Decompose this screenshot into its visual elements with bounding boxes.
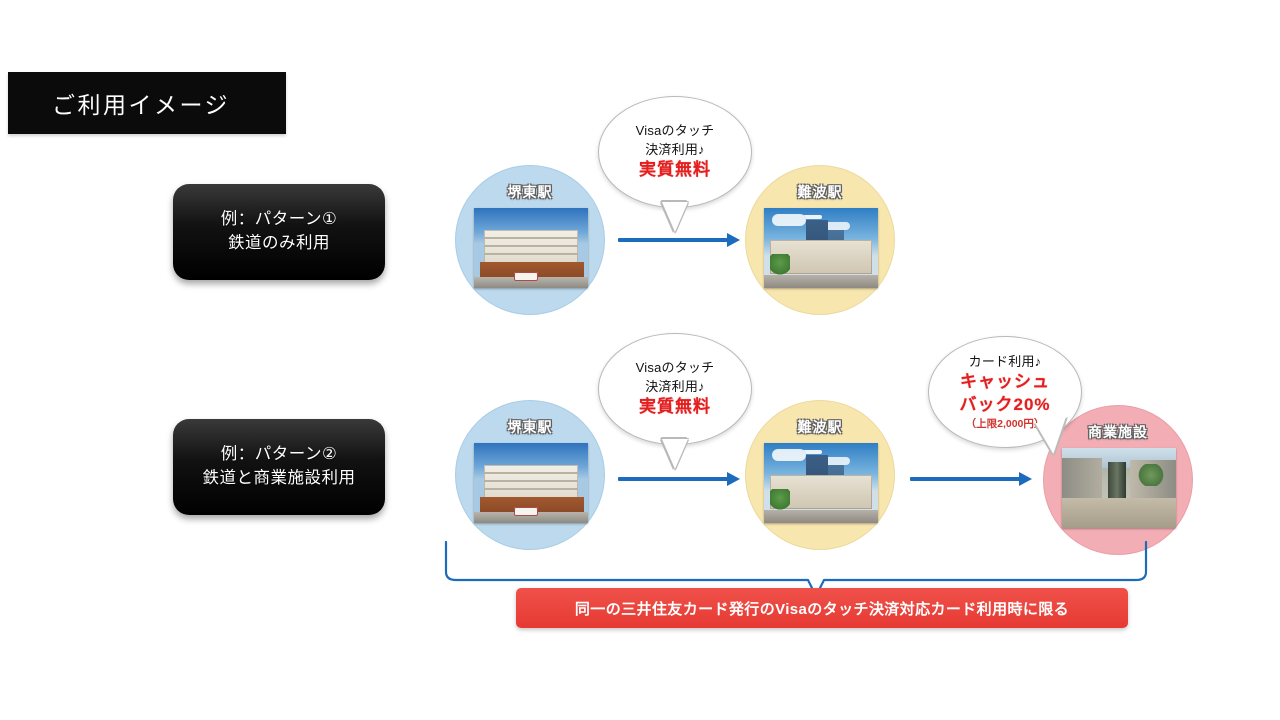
node-label-namba-row2: 難波駅: [797, 419, 843, 435]
arrow-right-row2-second: [910, 472, 1032, 486]
page-title: ご利用イメージ: [52, 92, 231, 118]
condition-banner: 同一の三井住友カード発行のVisaのタッチ決済対応カード利用時に限る: [516, 588, 1128, 628]
arrow-right-row1: [618, 233, 740, 247]
pattern-label-2-line1: 例：パターン②: [220, 445, 338, 464]
bubble-row2-accent: 実質無料: [639, 396, 711, 416]
bubble-cashback-line1: カード利用♪: [968, 353, 1042, 369]
photo-sakai-higashi-station-row2: [474, 443, 588, 523]
node-commercial-facility: 商業施設: [1043, 405, 1193, 555]
pattern-label-1: 例：パターン① 鉄道のみ利用: [173, 184, 385, 280]
pattern-label-2: 例：パターン② 鉄道と商業施設利用: [173, 419, 385, 515]
bubble-row2-line2: 決済利用♪: [645, 378, 705, 394]
speech-bubble-touch-payment-row1: Visaのタッチ 決済利用♪ 実質無料: [598, 96, 752, 232]
speech-bubble-cashback: カード利用♪ キャッシュ バック20% （上限2,000円）: [928, 336, 1082, 457]
photo-sakai-higashi-station-row1: [474, 208, 588, 288]
page-title-banner: ご利用イメージ: [8, 72, 286, 134]
pattern-label-1-line1: 例：パターン①: [220, 210, 338, 229]
node-sakai-higashi-station-row1: 堺東駅: [455, 165, 605, 315]
condition-banner-text: 同一の三井住友カード発行のVisaのタッチ決済対応カード利用時に限る: [574, 600, 1070, 618]
photo-commercial-facility: [1062, 448, 1176, 528]
node-sakai-higashi-station-row2: 堺東駅: [455, 400, 605, 550]
bubble-tail-icon-row1: [662, 202, 688, 232]
bubble-row1-accent: 実質無料: [639, 159, 711, 179]
node-namba-station-row1: 難波駅: [745, 165, 895, 315]
pattern-label-2-line2: 鉄道と商業施設利用: [202, 469, 356, 487]
bubble-cashback-accent1: キャッシュ: [960, 371, 1050, 391]
photo-namba-station-row1: [764, 208, 878, 288]
pattern-label-1-line2: 鉄道のみ利用: [228, 234, 330, 252]
node-namba-station-row2: 難波駅: [745, 400, 895, 550]
bubble-row1-line2: 決済利用♪: [645, 141, 705, 157]
bubble-tail-icon-row2: [662, 439, 688, 469]
bubble-cashback-accent2: バック20%: [959, 394, 1051, 414]
node-label-sakai-row2: 堺東駅: [507, 419, 553, 435]
node-label-sakai-row1: 堺東駅: [507, 184, 553, 200]
bubble-row2-line1: Visaのタッチ: [635, 360, 715, 376]
speech-bubble-touch-payment-row2: Visaのタッチ 決済利用♪ 実質無料: [598, 333, 752, 469]
arrow-right-row2-first: [618, 472, 740, 486]
node-label-namba-row1: 難波駅: [797, 184, 843, 200]
bubble-row1-line1: Visaのタッチ: [635, 123, 715, 139]
node-label-commercial-facility: 商業施設: [1088, 424, 1148, 440]
bubble-cashback-note: （上限2,000円）: [965, 417, 1045, 430]
photo-namba-station-row2: [764, 443, 878, 523]
